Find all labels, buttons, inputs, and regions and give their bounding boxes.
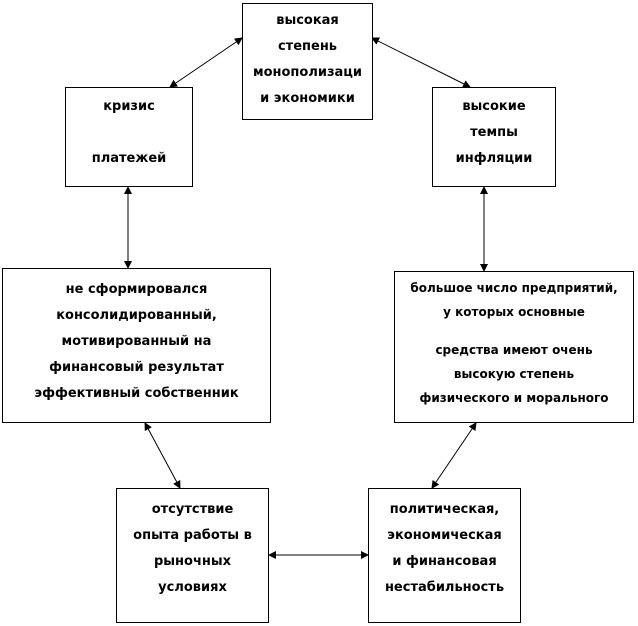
node-text: условиях	[158, 580, 227, 595]
node-text: высокую степень	[453, 367, 575, 381]
node-text: средства имеют очень	[435, 343, 593, 357]
node-text: степень	[277, 39, 338, 54]
arrow-monopoly-payments	[169, 37, 243, 88]
node-text: высокие	[462, 99, 526, 114]
arrow-monopoly-inflation	[371, 37, 471, 88]
node-text: рыночных	[153, 554, 232, 569]
node-payments: кризис платежей	[65, 87, 193, 187]
node-text: у которых основные	[443, 305, 585, 319]
node-text: мотивированный на	[61, 334, 212, 349]
node-text: опыта работы в	[133, 528, 252, 543]
node-enterprises: большое число предприятий, у которых осн…	[394, 271, 634, 423]
arrow-owner-experience	[144, 422, 181, 489]
node-text: большое число предприятий,	[410, 281, 618, 295]
node-text: экономическая	[387, 528, 502, 543]
node-text: консолидированный,	[56, 308, 217, 323]
node-text: эффективный собственник	[34, 386, 239, 401]
node-text: платежей	[91, 151, 167, 166]
node-text: и финансовая	[392, 554, 497, 569]
node-text: кризис	[103, 99, 155, 114]
node-text: монополизаци	[252, 65, 363, 80]
node-text: нестабильность	[384, 580, 505, 595]
node-text: темпы	[470, 125, 518, 140]
arrow-enterprises-instability	[431, 422, 477, 489]
node-text: инфляции	[455, 151, 533, 166]
node-inflation: высокие темпы инфляции	[432, 87, 556, 187]
node-owner: не сформировался консолидированный, моти…	[2, 268, 271, 423]
node-monopoly: высокая степень монополизаци и экономики	[242, 3, 373, 120]
node-experience: отсутствие опыта работы в рыночных услов…	[116, 488, 269, 623]
node-text: и экономики	[260, 91, 355, 106]
node-text: отсутствие	[151, 502, 234, 517]
node-text: не сформировался	[65, 282, 208, 297]
node-text: политическая,	[389, 502, 500, 517]
node-text: физического и морального	[419, 391, 609, 405]
node-text: высокая	[276, 13, 339, 28]
node-text: финансовый результат	[49, 360, 224, 375]
node-instability: политическая, экономическая и финансовая…	[368, 488, 521, 623]
